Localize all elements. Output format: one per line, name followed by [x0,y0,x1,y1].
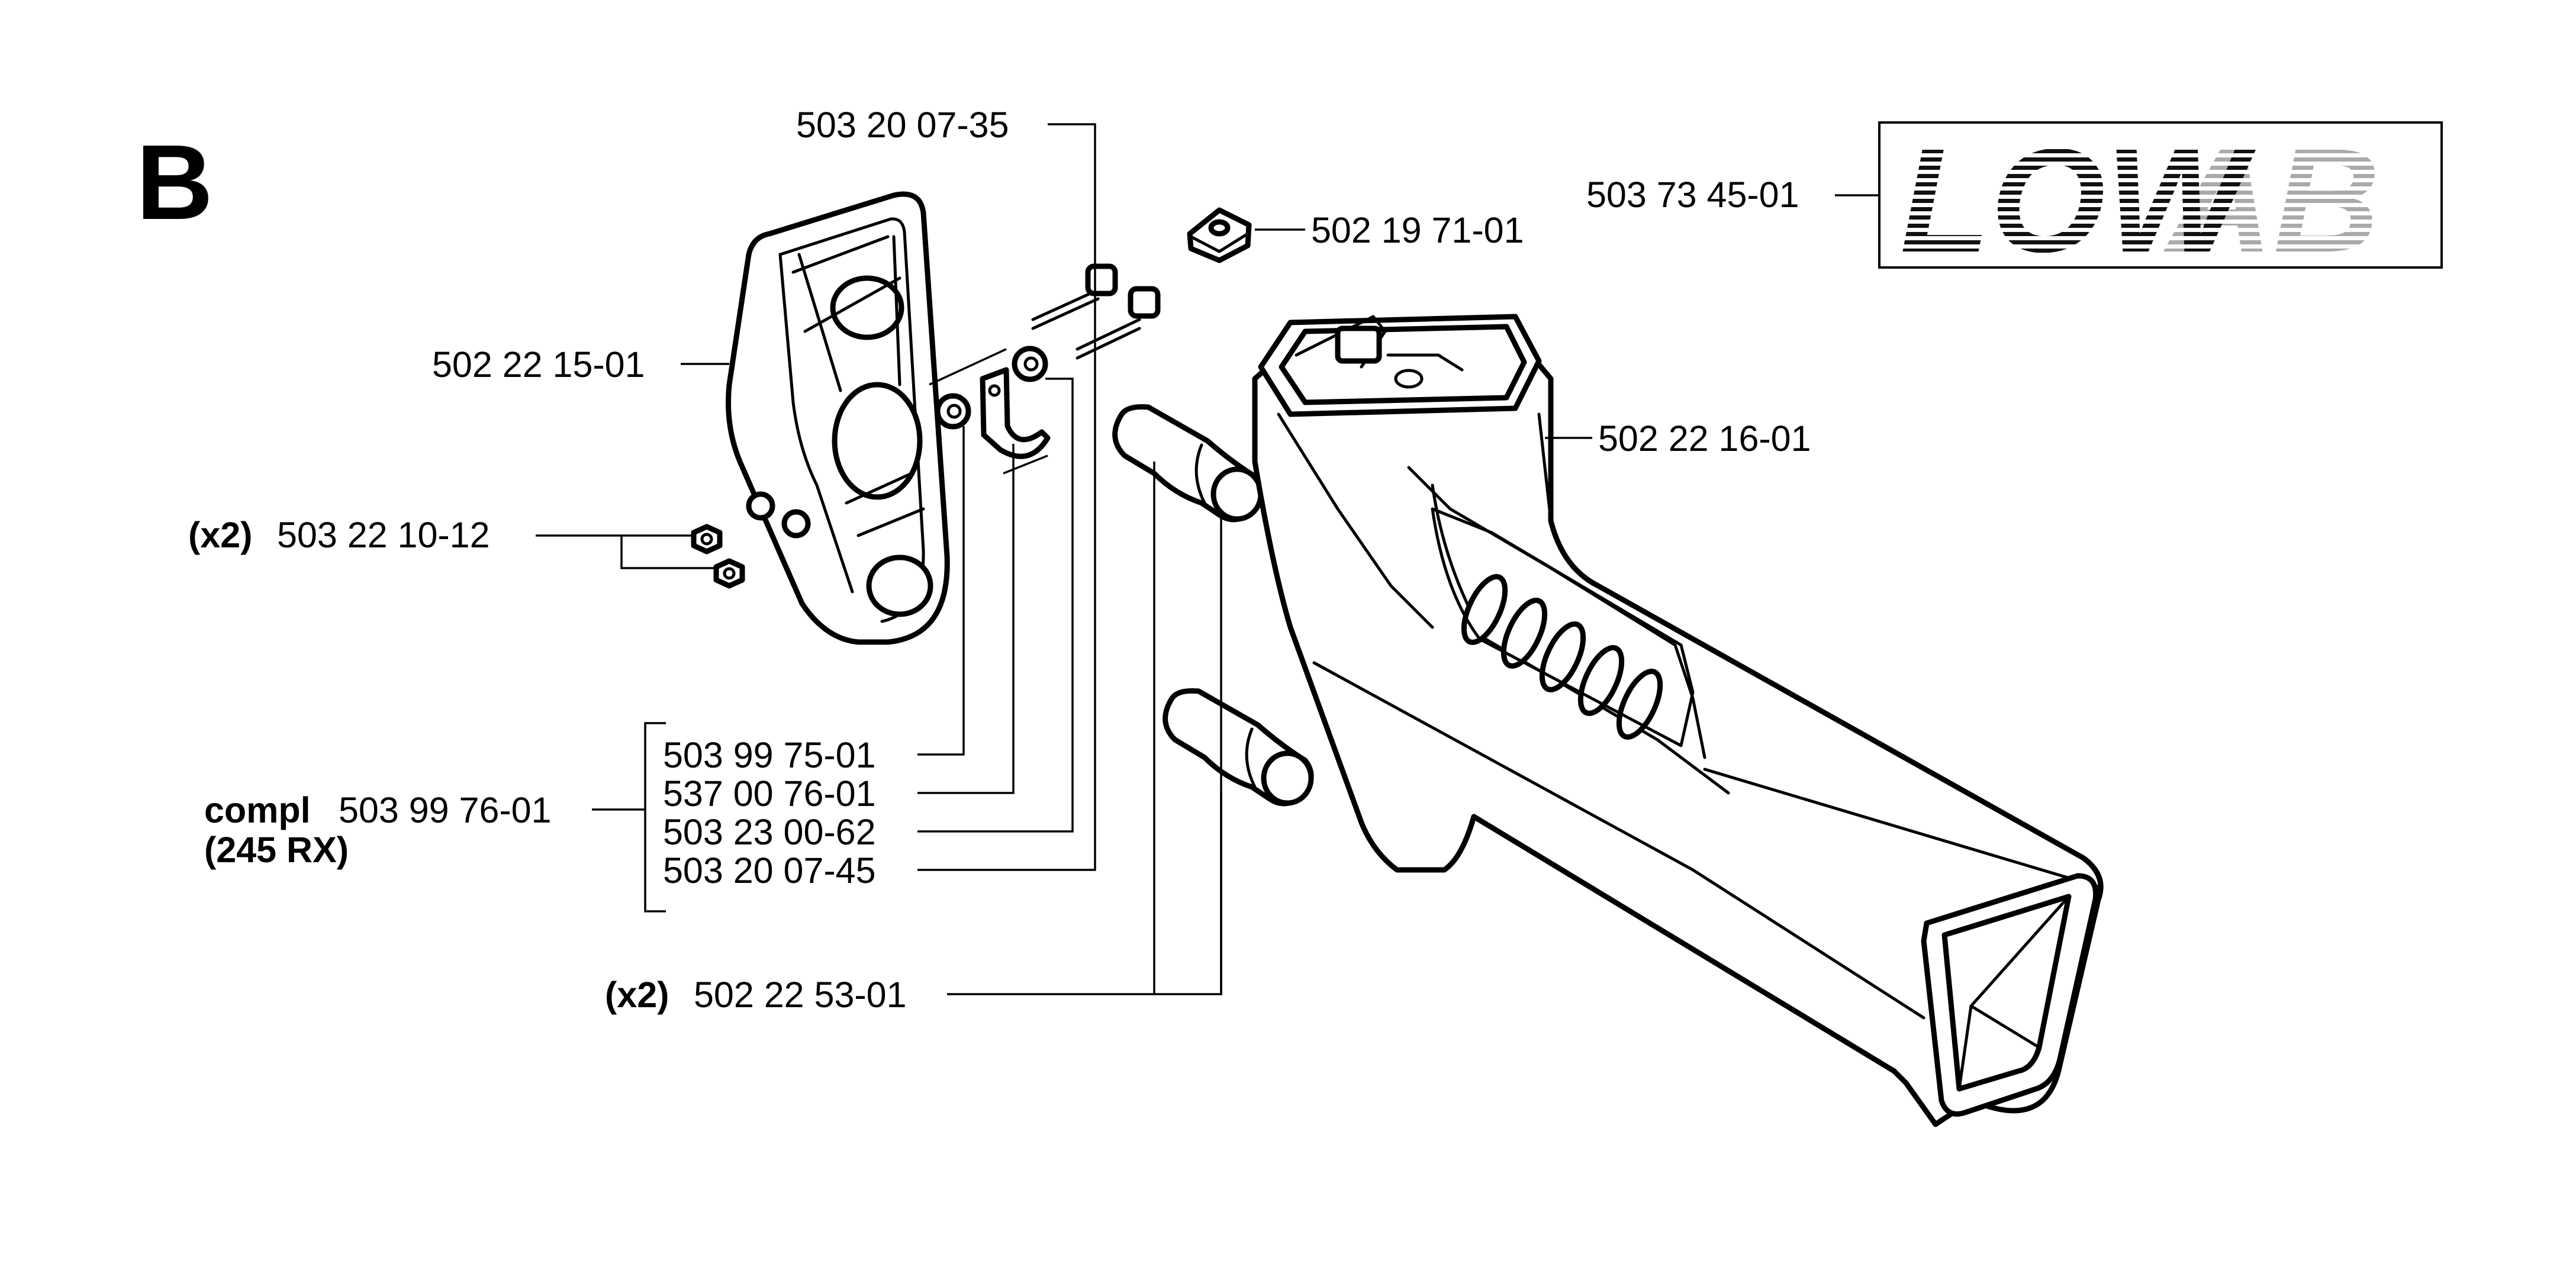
label-537-00-76-01: 537 00 76-01 [663,773,876,814]
label-503-73-45-01: 503 73 45-01 [1586,175,1799,215]
mount-nut [1187,207,1252,263]
logo-main-text: LOW [1900,118,2256,283]
label-x2-nuts: (x2) [188,515,252,555]
label-model-245rx: (245 RX) [204,830,349,870]
label-503-20-07-35: 503 20 07-35 [796,105,1009,145]
label-503-99-76-01: 503 99 76-01 [339,790,552,830]
label-x2-dampers: (x2) [605,975,669,1015]
washers-and-clamp [935,346,1051,459]
rubber-damper-upper [1112,404,1264,523]
label-503-23-00-62: 503 23 00-62 [663,812,876,852]
section-letter: B [136,123,213,242]
label-502-22-53-01: 502 22 53-01 [694,975,907,1015]
handle-tube [1252,314,2104,1127]
label-503-20-07-45: 503 20 07-45 [663,850,876,891]
label-502-19-71-01: 502 19 71-01 [1311,210,1524,250]
leader-lines [536,123,1879,995]
cover-plate [726,191,950,645]
label-503-22-10-12: 503 22 10-12 [277,515,490,555]
label-502-22-16-01: 502 22 16-01 [1598,418,1811,459]
lowab-decal-logo: AB LOW [1878,118,2443,283]
logo-ghost-text: AB [2163,118,2380,283]
label-503-99-75-01: 503 99 75-01 [663,735,876,775]
rubber-damper-lower [1163,688,1314,807]
label-compl: compl [204,790,311,830]
label-502-22-15-01: 502 22 15-01 [432,344,645,385]
nut-pair [691,524,745,589]
